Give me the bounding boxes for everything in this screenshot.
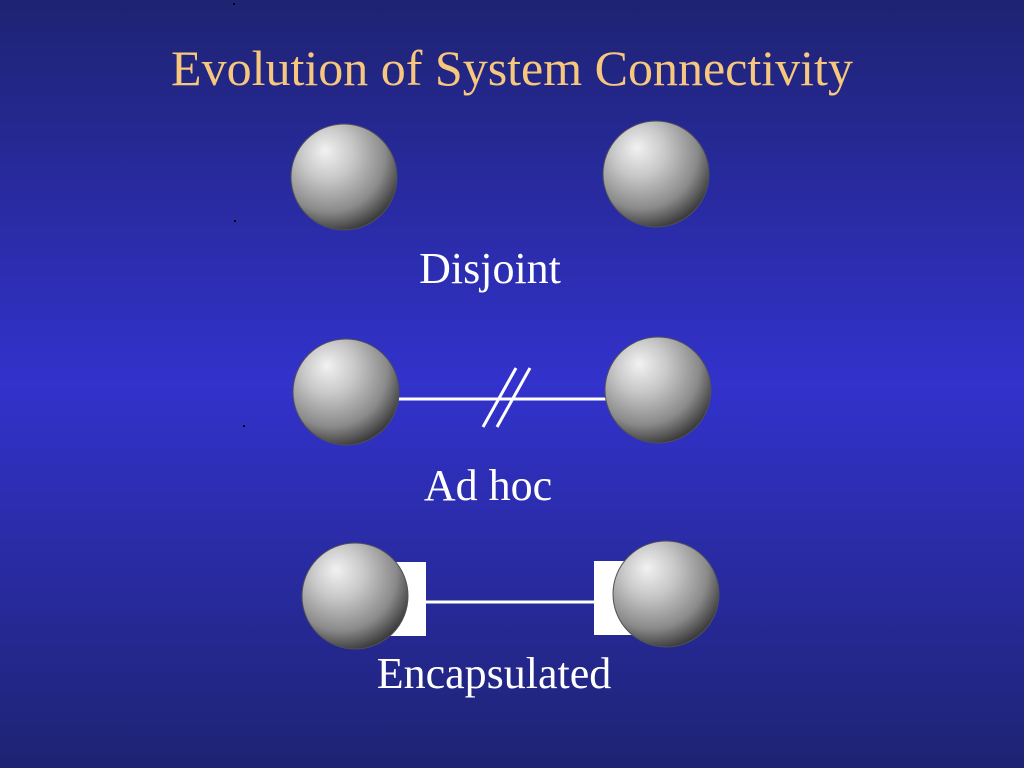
system-node-right bbox=[612, 540, 720, 648]
slide-title: Evolution of System Connectivity bbox=[171, 40, 853, 96]
system-node-left bbox=[292, 338, 400, 446]
break-mark bbox=[495, 367, 532, 428]
stage-adhoc bbox=[292, 336, 712, 446]
stage-disjoint bbox=[290, 120, 710, 231]
caption-ad-hoc: Ad hoc bbox=[423, 461, 553, 510]
artifact-dot bbox=[243, 425, 245, 427]
artifact-dot bbox=[233, 3, 235, 5]
break-mark bbox=[481, 367, 518, 428]
caption-disjoint: Disjoint bbox=[419, 244, 561, 293]
system-node-right bbox=[604, 336, 712, 444]
stage-encapsulated bbox=[301, 540, 720, 650]
caption-encapsulated: Encapsulated bbox=[376, 649, 612, 698]
system-node-left bbox=[301, 542, 409, 650]
artifact-dot bbox=[234, 220, 236, 222]
system-node-left bbox=[290, 123, 398, 231]
system-node-right bbox=[602, 120, 710, 228]
